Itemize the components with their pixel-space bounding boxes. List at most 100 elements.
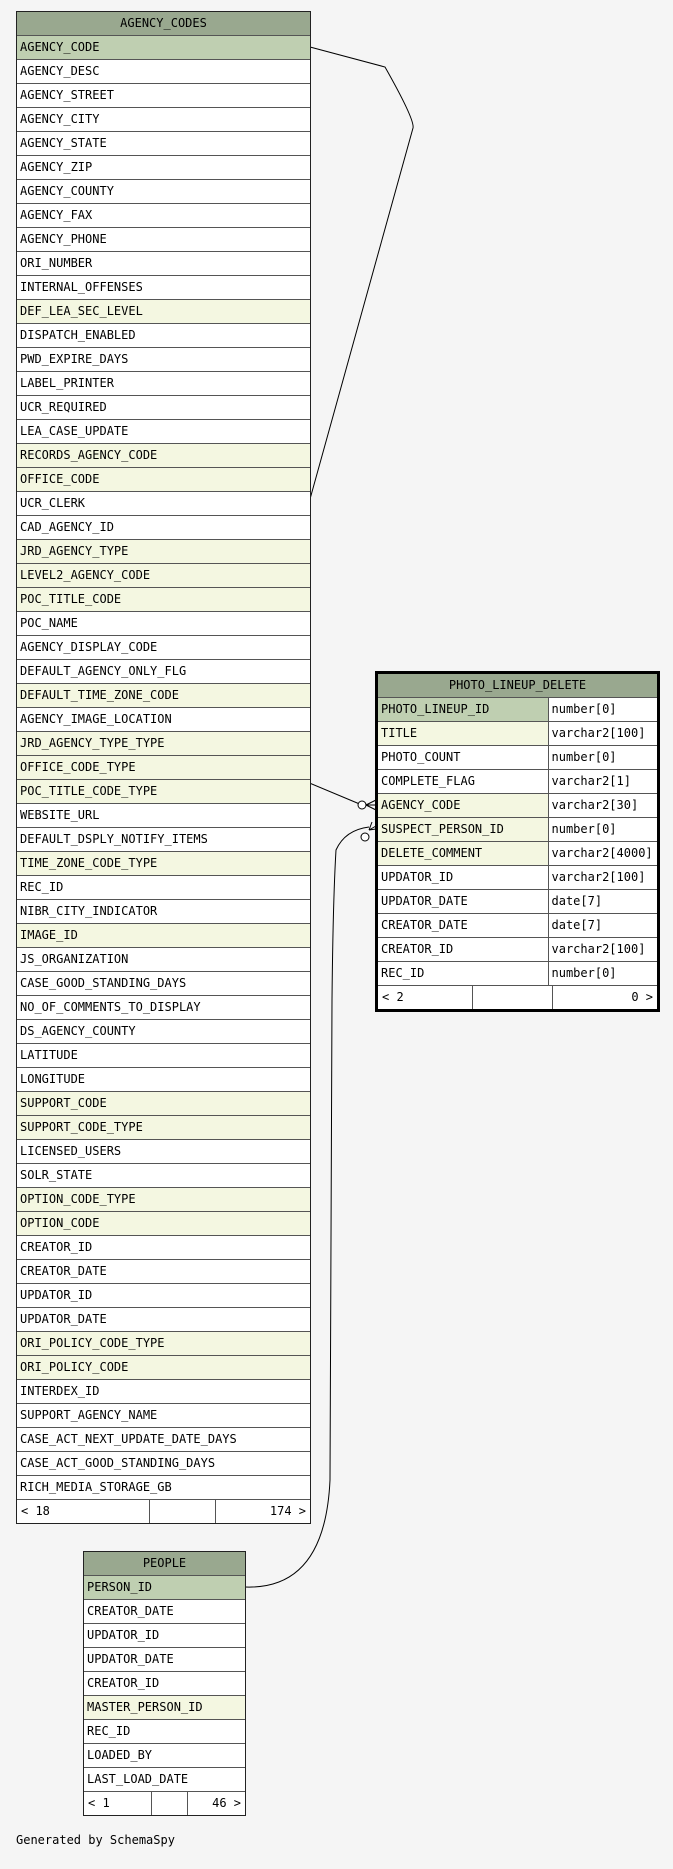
column-name[interactable]: JS_ORGANIZATION [17, 947, 310, 972]
column-row[interactable]: AGENCY_DISPLAY_CODE [17, 635, 310, 660]
column-name[interactable]: SUPPORT_CODE_TYPE [17, 1115, 310, 1140]
column-name[interactable]: OPTION_CODE [17, 1211, 310, 1236]
column-name[interactable]: AGENCY_DESC [17, 59, 310, 84]
column-name[interactable]: AGENCY_ZIP [17, 155, 310, 180]
column-name[interactable]: LOADED_BY [84, 1743, 245, 1768]
column-name[interactable]: ORI_POLICY_CODE [17, 1355, 310, 1380]
column-name[interactable]: AGENCY_STREET [17, 83, 310, 108]
column-row[interactable]: AGENCY_CODE [17, 35, 310, 60]
column-row[interactable]: ORI_NUMBER [17, 251, 310, 276]
column-name[interactable]: UPDATOR_ID [378, 865, 548, 890]
column-row[interactable]: AGENCY_IMAGE_LOCATION [17, 707, 310, 732]
column-row[interactable]: SUPPORT_CODE [17, 1091, 310, 1116]
column-name[interactable]: MASTER_PERSON_ID [84, 1695, 245, 1720]
column-row[interactable]: SUPPORT_AGENCY_NAME [17, 1403, 310, 1428]
column-row[interactable]: POC_NAME [17, 611, 310, 636]
table-title[interactable]: AGENCY_CODES [17, 12, 310, 36]
column-name[interactable]: CREATOR_ID [378, 937, 548, 962]
column-name[interactable]: DEFAULT_DSPLY_NOTIFY_ITEMS [17, 827, 310, 852]
column-name[interactable]: AGENCY_CODE [17, 35, 310, 60]
column-row[interactable]: PWD_EXPIRE_DAYS [17, 347, 310, 372]
column-name[interactable]: TITLE [378, 721, 548, 746]
column-name[interactable]: SUSPECT_PERSON_ID [378, 817, 548, 842]
column-row[interactable]: JRD_AGENCY_TYPE [17, 539, 310, 564]
column-name[interactable]: LEVEL2_AGENCY_CODE [17, 563, 310, 588]
column-name[interactable]: NIBR_CITY_INDICATOR [17, 899, 310, 924]
column-row[interactable]: JS_ORGANIZATION [17, 947, 310, 972]
column-name[interactable]: LAST_LOAD_DATE [84, 1767, 245, 1792]
children-count[interactable]: 174 > [269, 1504, 306, 1518]
column-name[interactable]: JRD_AGENCY_TYPE [17, 539, 310, 564]
parents-count[interactable]: < 2 [378, 986, 473, 1009]
column-row[interactable]: POC_TITLE_CODE [17, 587, 310, 612]
column-name[interactable]: INTERNAL_OFFENSES [17, 275, 310, 300]
column-name[interactable]: UPDATOR_DATE [84, 1647, 245, 1672]
column-row[interactable]: DS_AGENCY_COUNTY [17, 1019, 310, 1044]
column-name[interactable]: REC_ID [84, 1719, 245, 1744]
column-row[interactable]: LABEL_PRINTER [17, 371, 310, 396]
column-name[interactable]: DS_AGENCY_COUNTY [17, 1019, 310, 1044]
column-row[interactable]: UPDATOR_DATE [84, 1647, 245, 1672]
column-name[interactable]: TIME_ZONE_CODE_TYPE [17, 851, 310, 876]
column-row[interactable]: POC_TITLE_CODE_TYPE [17, 779, 310, 804]
parents-count[interactable]: < 18 [17, 1500, 150, 1523]
column-name[interactable]: LONGITUDE [17, 1067, 310, 1092]
column-row[interactable]: DEFAULT_TIME_ZONE_CODE [17, 683, 310, 708]
column-row[interactable]: LEA_CASE_UPDATE [17, 419, 310, 444]
column-name[interactable]: CREATOR_DATE [378, 913, 548, 938]
column-row[interactable]: CASE_ACT_NEXT_UPDATE_DATE_DAYS [17, 1427, 310, 1452]
column-row[interactable]: INTERNAL_OFFENSES [17, 275, 310, 300]
column-row[interactable]: CREATOR_DATE [84, 1599, 245, 1624]
column-name[interactable]: PERSON_ID [84, 1575, 245, 1600]
column-name[interactable]: AGENCY_IMAGE_LOCATION [17, 707, 310, 732]
column-name[interactable]: CREATOR_ID [84, 1671, 245, 1696]
column-row[interactable]: OPTION_CODE [17, 1211, 310, 1236]
column-row[interactable]: DEF_LEA_SEC_LEVEL [17, 299, 310, 324]
column-name[interactable]: POC_TITLE_CODE [17, 587, 310, 612]
column-row[interactable]: CREATOR_DATE [17, 1259, 310, 1284]
column-name[interactable]: DEFAULT_TIME_ZONE_CODE [17, 683, 310, 708]
column-row[interactable]: UPDATOR_ID [17, 1283, 310, 1308]
column-row[interactable]: NIBR_CITY_INDICATOR [17, 899, 310, 924]
column-row[interactable]: CASE_ACT_GOOD_STANDING_DAYS [17, 1451, 310, 1476]
column-row[interactable]: AGENCY_PHONE [17, 227, 310, 252]
column-name[interactable]: OFFICE_CODE_TYPE [17, 755, 310, 780]
column-name[interactable]: REC_ID [378, 961, 548, 986]
column-name[interactable]: UPDATOR_DATE [17, 1307, 310, 1332]
column-name[interactable]: DEFAULT_AGENCY_ONLY_FLG [17, 659, 310, 684]
column-row[interactable]: AGENCY_STREET [17, 83, 310, 108]
column-row[interactable]: DEFAULT_DSPLY_NOTIFY_ITEMS [17, 827, 310, 852]
column-name[interactable]: ORI_POLICY_CODE_TYPE [17, 1331, 310, 1356]
column-name[interactable]: SUPPORT_CODE [17, 1091, 310, 1116]
children-count[interactable]: 46 > [212, 1796, 241, 1810]
column-name[interactable]: CAD_AGENCY_ID [17, 515, 310, 540]
column-name[interactable]: PWD_EXPIRE_DAYS [17, 347, 310, 372]
column-row[interactable]: UCR_REQUIRED [17, 395, 310, 420]
column-name[interactable]: AGENCY_COUNTY [17, 179, 310, 204]
column-name[interactable]: CREATOR_DATE [84, 1599, 245, 1624]
column-name[interactable]: AGENCY_FAX [17, 203, 310, 228]
column-row[interactable]: LICENSED_USERS [17, 1139, 310, 1164]
column-name[interactable]: LABEL_PRINTER [17, 371, 310, 396]
column-row[interactable]: MASTER_PERSON_ID [84, 1695, 245, 1720]
column-row[interactable]: IMAGE_ID [17, 923, 310, 948]
column-name[interactable]: UCR_CLERK [17, 491, 310, 516]
column-row[interactable]: REC_ID [84, 1719, 245, 1744]
column-name[interactable]: LEA_CASE_UPDATE [17, 419, 310, 444]
table-title[interactable]: PHOTO_LINEUP_DELETE [378, 674, 657, 698]
column-name[interactable]: RICH_MEDIA_STORAGE_GB [17, 1475, 310, 1500]
column-row[interactable]: LAST_LOAD_DATE [84, 1767, 245, 1792]
column-name[interactable]: SOLR_STATE [17, 1163, 310, 1188]
column-row[interactable]: AGENCY_CITY [17, 107, 310, 132]
column-row[interactable]: LATITUDE [17, 1043, 310, 1068]
column-row[interactable]: ORI_POLICY_CODE_TYPE [17, 1331, 310, 1356]
column-name[interactable]: INTERDEX_ID [17, 1379, 310, 1404]
column-row[interactable]: AGENCY_DESC [17, 59, 310, 84]
column-name[interactable]: UPDATOR_ID [17, 1283, 310, 1308]
